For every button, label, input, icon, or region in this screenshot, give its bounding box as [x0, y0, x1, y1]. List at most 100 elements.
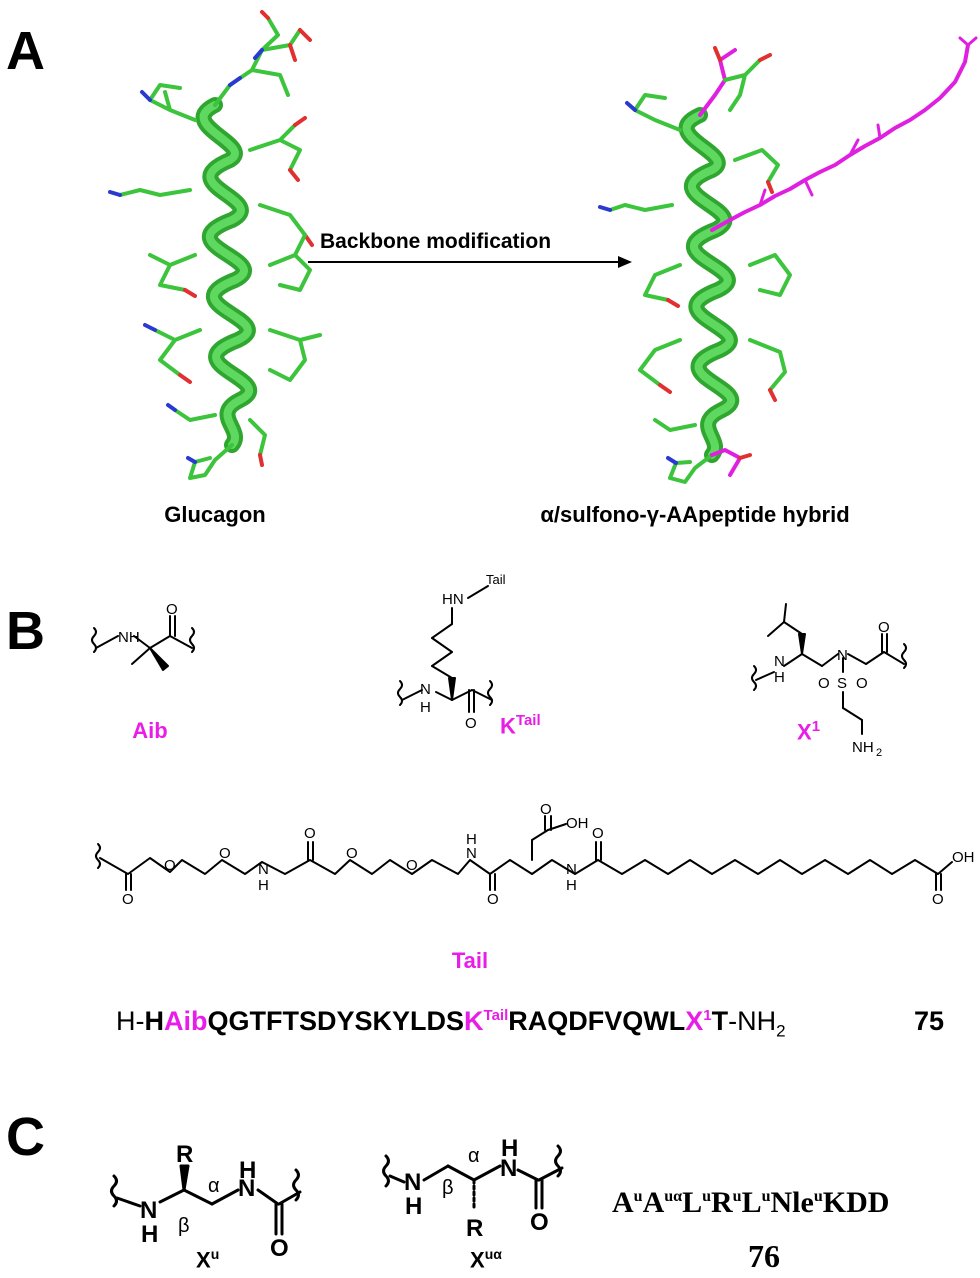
tail-o6: O: [406, 857, 418, 874]
tail-n3: N: [566, 861, 577, 878]
xu-r: R: [176, 1141, 193, 1168]
tail-h1: H: [258, 877, 269, 894]
xua-label-base: X: [470, 1247, 485, 1273]
seq76-s5: u: [761, 1188, 771, 1205]
tail-o9: O: [592, 825, 604, 842]
tail-h2: H: [466, 831, 477, 848]
tail-oh1: OH: [566, 815, 589, 832]
xua-h2: H: [501, 1135, 518, 1162]
tail-o4: O: [304, 825, 316, 842]
x1-o2: O: [818, 675, 830, 692]
seq76-p4: R: [711, 1186, 733, 1219]
seq-seg1: QGTFTSDYSKYLDS: [207, 1006, 465, 1036]
seq-h: H: [144, 1006, 165, 1036]
x1-nh2-sub: 2: [876, 747, 882, 759]
seq-seg2: RAQDFVQWL: [508, 1006, 686, 1036]
compound-76: 76: [748, 1238, 780, 1274]
xu-alpha: α: [208, 1175, 220, 1197]
hybrid-helix: [598, 36, 978, 484]
panel-c-letter: C: [6, 1107, 45, 1167]
seq76-p7: KDD: [822, 1186, 890, 1219]
seq-x: X: [685, 1006, 704, 1036]
xu-h1: H: [141, 1221, 158, 1248]
seq76-s1: u: [633, 1188, 643, 1205]
x1-label: X1: [797, 718, 820, 745]
ktail-n: N: [420, 681, 431, 698]
xu-o: O: [270, 1235, 289, 1262]
xua-n2: N: [500, 1155, 517, 1182]
x1-n2: N: [837, 647, 848, 664]
xua-h1: H: [405, 1193, 422, 1220]
x1-h: H: [774, 669, 785, 686]
seq76-s4: u: [732, 1188, 742, 1205]
arrow-label: Backbone modification: [320, 230, 552, 253]
seq76-s6: u: [813, 1188, 823, 1205]
tail-n1: N: [258, 861, 269, 878]
seq-aib: Aib: [164, 1006, 208, 1036]
seq76-p1: A: [612, 1186, 634, 1219]
xua-o: O: [530, 1209, 549, 1236]
ktail-label-sup: Tail: [515, 712, 541, 729]
xu-n1: N: [140, 1197, 157, 1224]
panel-a-graphic: [108, 10, 978, 484]
modification-arrow: [308, 256, 632, 268]
xua-label: Xuα: [470, 1246, 502, 1273]
x1-o1: O: [878, 619, 890, 636]
xua-beta: β: [442, 1177, 454, 1199]
seq-t: T: [711, 1006, 729, 1036]
ktail-label: KTail: [500, 712, 541, 739]
xu-structure: [110, 1164, 302, 1236]
panel-a-letter: A: [6, 21, 45, 81]
xu-beta: β: [178, 1215, 190, 1237]
xu-h2: H: [239, 1157, 256, 1184]
glucagon-label: Glucagon: [164, 502, 266, 527]
xua-structure: [382, 1144, 564, 1210]
xua-label-sup: uα: [484, 1246, 502, 1262]
seq-x-sup: 1: [703, 1007, 712, 1024]
hybrid-label: α/sulfono-γ-AApeptide hybrid: [540, 502, 850, 527]
seq-prefix: H-: [116, 1006, 145, 1036]
aib-label: Aib: [132, 718, 168, 743]
seq76-p2: A: [642, 1186, 665, 1219]
xu-label: Xu: [196, 1246, 219, 1273]
tail-n2: N: [466, 845, 477, 862]
panel-b-structures: NH O N H O HN Tail N H N O O S O NH 2 O …: [91, 572, 975, 908]
tail-o7: O: [487, 891, 499, 908]
xu-n2: N: [238, 1175, 255, 1202]
tail-o2: O: [164, 857, 176, 874]
compound-75: 75: [914, 1006, 945, 1036]
tail-o1: O: [122, 891, 134, 908]
tail-structure: [95, 815, 953, 891]
seq76-s2: uα: [664, 1188, 683, 1205]
peptide-76-sequence: AuAuαLuRuLuNleuKDD: [612, 1188, 889, 1218]
ktail-h: H: [420, 699, 431, 716]
tail-o8: O: [540, 801, 552, 818]
xu-label-base: X: [196, 1247, 211, 1273]
tail-o10: O: [932, 891, 944, 908]
ktail-label-base: K: [500, 713, 516, 739]
aib-nh: NH: [118, 629, 140, 646]
x1-label-sup: 1: [811, 718, 821, 735]
ktail-tail: Tail: [486, 572, 506, 587]
ktail-structure: [397, 585, 493, 713]
xu-label-sup: u: [210, 1246, 220, 1262]
seq-k-sup: Tail: [483, 1007, 509, 1024]
x1-structure: [751, 603, 907, 735]
ktail-o: O: [465, 715, 477, 732]
seq76-p3: L: [682, 1186, 703, 1219]
panel-c-structures: R N H N H O N H N H R O β α β α: [110, 1135, 564, 1262]
x1-label-base: X: [797, 719, 812, 745]
panel-b-letter: B: [6, 601, 45, 661]
x1-o3: O: [856, 675, 868, 692]
x1-n: N: [774, 653, 785, 670]
ktail-hn: HN: [442, 591, 464, 608]
aib-structure: [91, 615, 195, 671]
seq76-p6: Nle: [770, 1186, 814, 1219]
glucagon-helix: [108, 10, 322, 480]
tail-label: Tail: [451, 948, 489, 973]
seq76-s3: u: [702, 1188, 711, 1205]
tail-o3: O: [219, 845, 231, 862]
tail-h3: H: [566, 877, 577, 894]
peptide-75-sequence: H-HAibQGTFTSDYSKYLDSKTailRAQDFVQWLX1T-NH…: [116, 1006, 786, 1040]
tail-o5: O: [346, 845, 358, 862]
